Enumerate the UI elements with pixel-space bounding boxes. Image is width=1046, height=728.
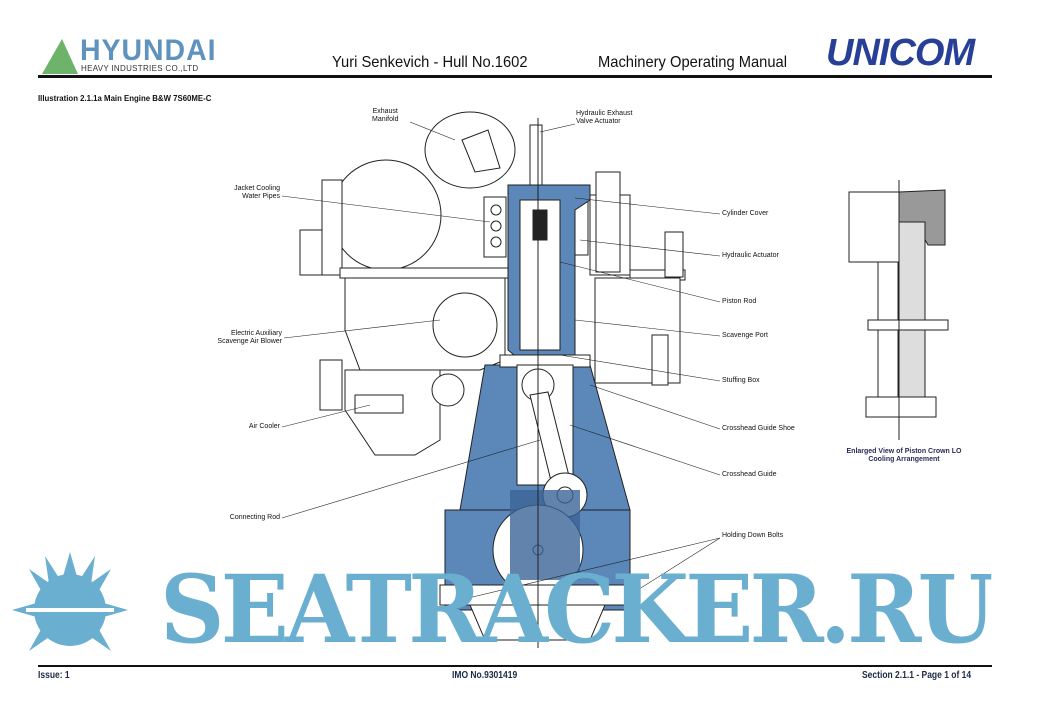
hyundai-name: HYUNDAI xyxy=(80,34,217,67)
hyundai-triangle-icon xyxy=(42,39,78,74)
hyundai-sub: HEAVY INDUSTRIES CO.,LTD xyxy=(81,64,199,73)
label-hydraulic-actuator: Hydraulic Actuator xyxy=(722,252,779,259)
unicom-logo: UNICOM xyxy=(826,32,975,74)
illustration-title: Illustration 2.1.1a Main Engine B&W 7S60… xyxy=(38,93,212,103)
footer-section: Section 2.1.1 - Page 1 of 14 xyxy=(862,670,972,681)
watermark-text: SEATRACKER.RU xyxy=(160,560,992,660)
label-crosshead-guide: Crosshead Guide xyxy=(722,471,777,478)
footer-issue: Issue: 1 xyxy=(38,670,70,681)
label-air-cooler: Air Cooler xyxy=(248,423,280,430)
label-stuffing-box: Stuffing Box xyxy=(722,377,760,384)
label-crosshead-guide-shoe: Crosshead Guide Shoe xyxy=(722,425,795,432)
hyundai-logo: HYUNDAI HEAVY INDUSTRIES CO.,LTD xyxy=(38,34,218,76)
label-holding-down-bolts: Holding Down Bolts xyxy=(722,532,784,539)
footer-rule xyxy=(38,665,992,667)
label-piston-rod: Piston Rod xyxy=(722,298,757,305)
manual-title: Machinery Operating Manual xyxy=(598,54,788,71)
label-connecting-rod: Connecting Rod xyxy=(229,514,280,521)
ship-title: Yuri Senkevich - Hull No.1602 xyxy=(332,54,528,71)
header-rule xyxy=(38,75,992,78)
footer-imo: IMO No.9301419 xyxy=(452,670,518,681)
label-cylinder-cover: Cylinder Cover xyxy=(722,210,769,217)
label-scavenge-port: Scavenge Port xyxy=(722,332,768,339)
